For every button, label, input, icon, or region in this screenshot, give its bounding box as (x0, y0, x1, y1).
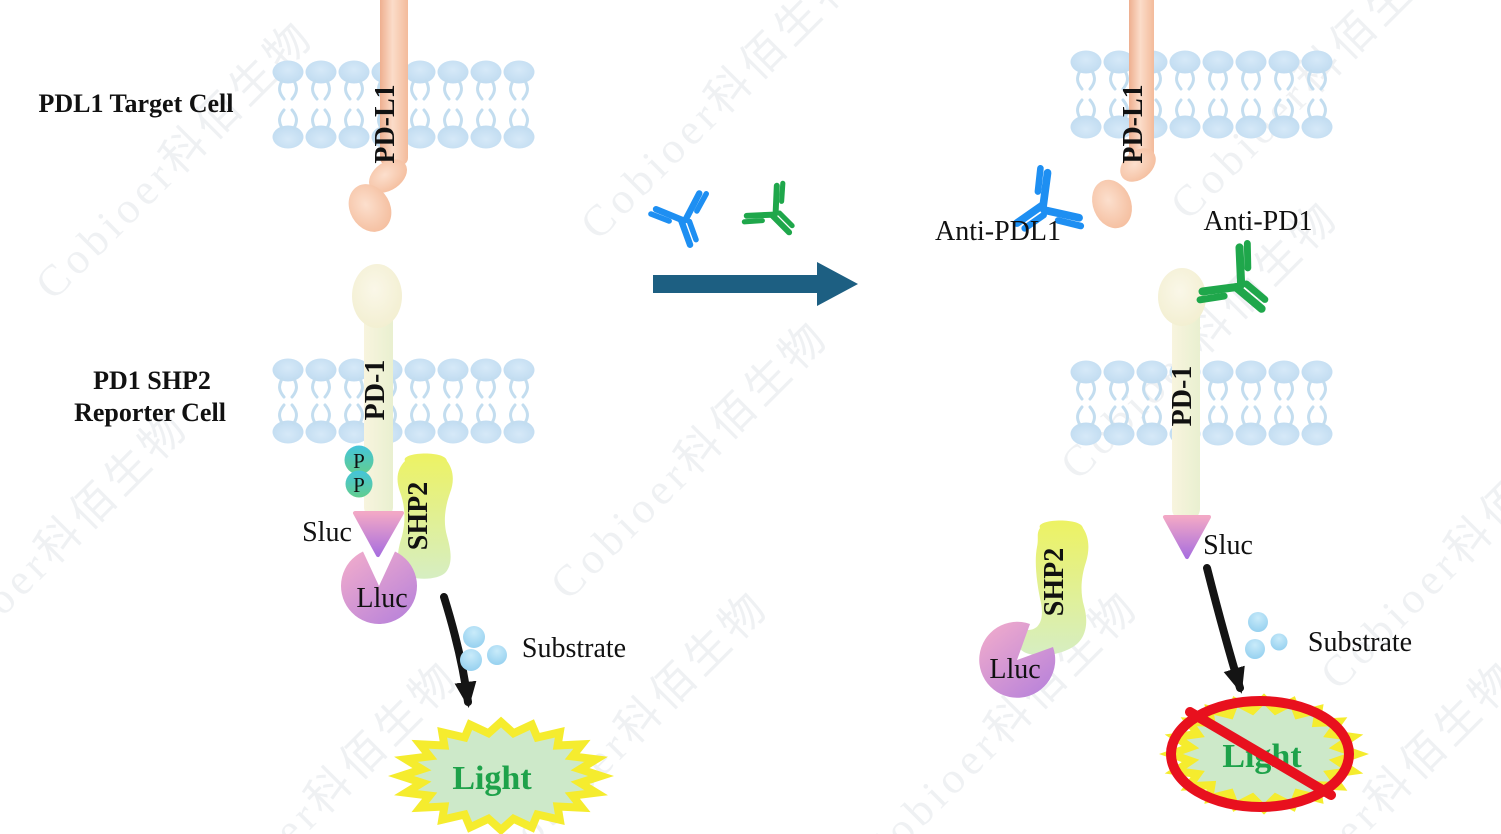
substrate-label: Substrate (1308, 627, 1412, 658)
phospho-circle (345, 470, 373, 498)
pd1-receptor-stalk (1172, 303, 1200, 520)
pd1-receptor-head (1158, 268, 1206, 326)
pdl1-domain-oval (1092, 179, 1132, 229)
anti-pdl1-label: Anti-PDL1 (935, 216, 1061, 247)
shp2-label: SHP2 (1039, 548, 1070, 616)
substrate-label: Substrate (522, 633, 626, 664)
pdl1-domain-oval (1120, 148, 1156, 182)
watermark-text: Cobioer科佰生物 (0, 401, 199, 699)
substrate-dot (1270, 633, 1288, 651)
shp2-protein (397, 453, 453, 579)
sluc-luciferase-fragment (1163, 515, 1211, 559)
substrate-dot (463, 626, 485, 648)
lluc-luciferase-fragment (341, 551, 418, 624)
lluc-label: Lluc (356, 583, 407, 614)
pdl1-label: PD-L1 (370, 84, 401, 163)
pdl1-receptor-bar (1129, 0, 1154, 160)
reaction-arrow (440, 593, 477, 708)
light-label: Light (452, 760, 532, 797)
pdl1-label: PD-L1 (1118, 84, 1149, 163)
target-cell-caption: PDL1 Target Cell (39, 89, 234, 118)
reaction-arrow (1203, 564, 1245, 694)
pdl1-domain-oval (369, 159, 407, 193)
reporter-cell-caption-line1: PD1 SHP2 (93, 366, 211, 395)
anti-pdl1-antibody-icon (650, 191, 721, 253)
phospho-label: P (353, 449, 365, 473)
watermark-text: Cobioer科佰生物 (851, 581, 1149, 834)
substrate-dot (460, 649, 482, 671)
phospho-label: P (353, 473, 365, 497)
phospho-circle (344, 445, 374, 475)
substrate-dot (1248, 612, 1268, 632)
lluc-label: Lluc (989, 654, 1040, 685)
light-starburst (388, 716, 614, 834)
watermark-text: Cobioer科佰生物 (541, 311, 839, 609)
treatment-transition (650, 182, 858, 306)
reporter-cell-membrane (271, 357, 536, 445)
reporter-cell-caption-line2: Reporter Cell (74, 398, 226, 427)
prohibition-circle (1166, 696, 1354, 812)
prohibition-slash (1185, 707, 1336, 800)
shp2-label: SHP2 (403, 482, 434, 550)
anti-pd1-antibody-icon (743, 182, 811, 250)
left-panel-bound-state: PD-L1 PD-1 P P SHP2 Sluc Lluc Substrate … (39, 0, 626, 834)
sluc-luciferase-fragment (353, 511, 404, 557)
pdl1-domain-oval (348, 184, 392, 232)
pd1-receptor-head (352, 264, 402, 328)
sluc-label: Sluc (1203, 530, 1253, 561)
anti-pd1-label: Anti-PD1 (1204, 206, 1313, 237)
shp2-protein (1016, 520, 1089, 656)
substrate-dot (1245, 639, 1265, 659)
watermark-text: Cobioer科佰生物 (26, 11, 324, 309)
pd1-label: PD-1 (360, 360, 391, 421)
sluc-label: Sluc (302, 517, 352, 548)
watermark-text: Cobioer科佰生物 (571, 0, 869, 249)
lluc-luciferase-fragment (979, 621, 1056, 698)
pdl1-receptor-bar (380, 0, 408, 165)
transition-arrow (653, 262, 858, 306)
right-panel-blocked-state: PD-L1 PD-1 Anti-PDL1 Anti-PD1 Sluc SHP2 … (935, 0, 1412, 815)
substrate-dot (487, 645, 507, 665)
pd1-label: PD-1 (1167, 366, 1198, 427)
